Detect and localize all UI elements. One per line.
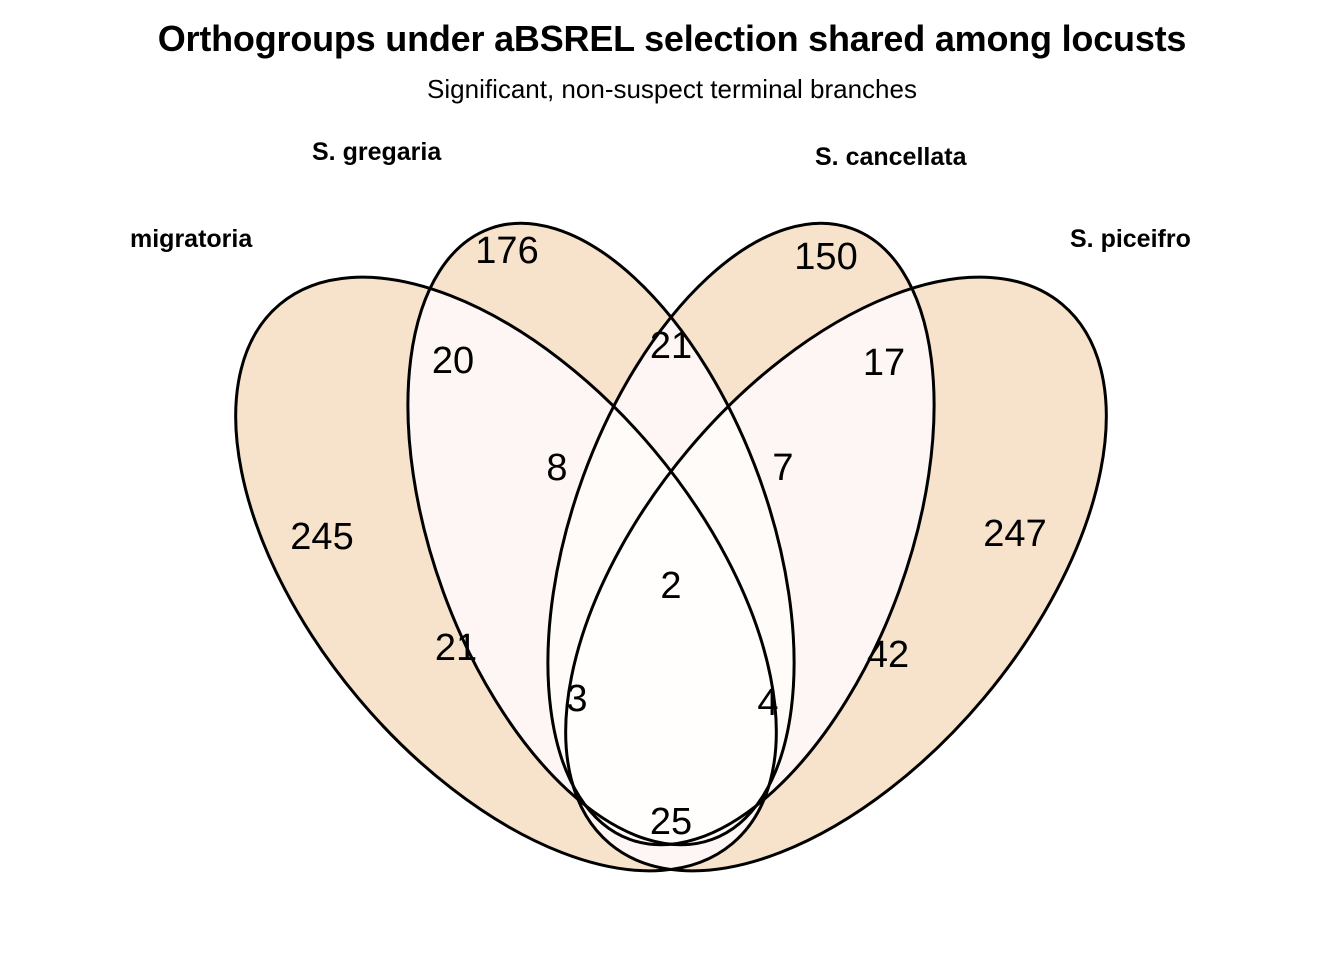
region-count-gregaria_cancellata: 21 — [650, 325, 692, 367]
set-label-gregaria: S. gregaria — [312, 138, 442, 166]
page-title: Orthogroups under aBSREL selection share… — [157, 18, 1187, 59]
region-count-migratoria_cancellata: 21 — [435, 627, 477, 669]
region-count-migratoria_gregaria_cancellata: 8 — [546, 447, 567, 489]
venn-ellipse-cancellata — [546, 221, 936, 847]
page-subtitle: Significant, non-suspect terminal branch… — [427, 74, 917, 104]
venn-ellipse-migratoria — [234, 275, 778, 873]
venn-outlines — [234, 221, 1108, 873]
region-count-migratoria_gregaria_piceifro: 4 — [757, 682, 778, 724]
region-count-gregaria: 176 — [475, 230, 538, 272]
set-label-cancellata: S. cancellata — [815, 143, 968, 171]
venn-ellipse-gregaria — [406, 221, 796, 847]
region-count-gregaria_piceifro: 42 — [867, 634, 909, 676]
region-count-migratoria_cancellata_piceifro: 3 — [566, 678, 587, 720]
venn-ellipse-piceifro — [564, 275, 1108, 873]
region-count-migratoria_gregaria_cancellata_piceifro: 2 — [660, 565, 681, 607]
region-count-piceifro: 247 — [983, 513, 1046, 555]
region-count-migratoria_piceifro: 25 — [650, 801, 692, 843]
set-label-migratoria: migratoria — [130, 225, 253, 253]
region-count-cancellata: 150 — [794, 236, 857, 278]
set-label-piceifro: S. piceifro — [1070, 225, 1191, 253]
venn-region-counts: 245 176 150 247 20 21 17 8 7 2 21 42 3 4 25 — [290, 230, 1046, 843]
region-count-gregaria_cancellata_piceifro: 7 — [772, 447, 793, 489]
region-count-cancellata_piceifro: 17 — [863, 342, 905, 384]
venn-set-labels: migratoria S. gregaria S. cancellata S. pic… — [130, 138, 1191, 253]
region-count-migratoria_gregaria: 20 — [432, 340, 474, 382]
region-count-migratoria: 245 — [290, 516, 353, 558]
